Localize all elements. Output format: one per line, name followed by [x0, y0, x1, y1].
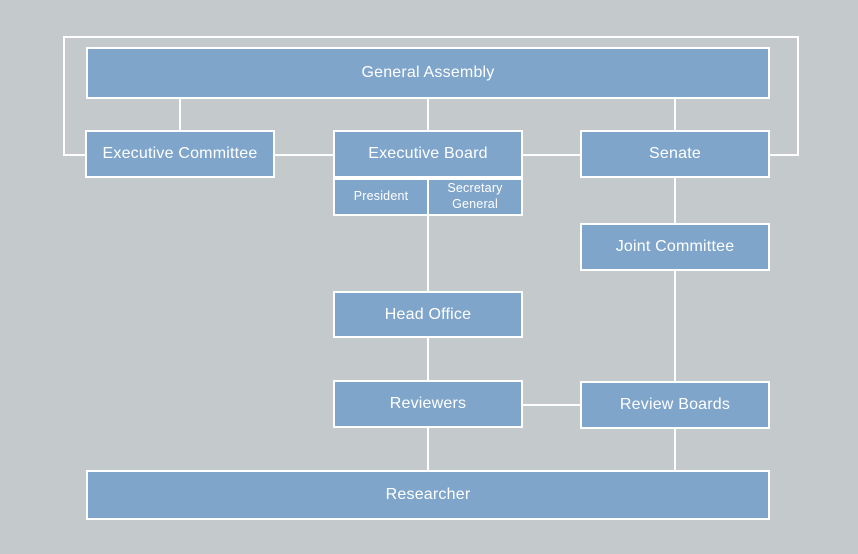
node-label: Executive Board: [368, 145, 488, 162]
edge-outer-loop-top: [63, 36, 799, 38]
node-label: Executive Committee: [102, 145, 258, 162]
edge-review-boards-researcher: [674, 427, 676, 472]
edge-outer-loop-left: [63, 36, 65, 156]
edge-general-assembly-exec-board: [427, 97, 429, 133]
node-label: Head Office: [384, 305, 472, 323]
node-label: Review Boards: [619, 396, 731, 413]
node-label: Senate: [649, 145, 701, 162]
node-senate: Senate: [580, 130, 770, 178]
edge-reviewers-review-boards: [521, 404, 582, 406]
node-president: President: [333, 178, 429, 216]
edge-exec-board-senate: [521, 154, 582, 156]
edge-exec-committee-exec-board: [273, 154, 335, 156]
edge-joint-committee-review-boards: [674, 269, 676, 383]
node-general-assembly: General Assembly: [86, 47, 770, 99]
edge-outer-loop-right: [797, 36, 799, 156]
node-label: Reviewers: [389, 395, 467, 412]
edge-outer-loop-to-exec-committee: [63, 154, 93, 156]
edge-general-assembly-exec-committee: [179, 97, 181, 133]
edge-reviewers-researcher: [427, 426, 429, 472]
node-label: Joint Committee: [615, 238, 735, 255]
edge-head-office-reviewers: [427, 336, 429, 382]
edge-senate-to-outer-loop: [762, 154, 799, 156]
edge-senate-joint-committee: [674, 176, 676, 225]
edge-exec-board-head-office: [427, 214, 429, 293]
node-label: General Assembly: [361, 64, 495, 81]
node-executive-committee: Executive Committee: [85, 130, 275, 178]
node-executive-board: Executive Board: [333, 130, 523, 178]
node-joint-committee: Joint Committee: [580, 223, 770, 271]
node-head-office: Head Office: [333, 291, 523, 338]
node-label: Researcher: [385, 486, 471, 503]
edge-general-assembly-senate: [674, 97, 676, 133]
node-label: Secretary General: [447, 181, 503, 211]
node-label: President: [353, 189, 409, 204]
node-secretary-general: Secretary General: [427, 178, 523, 216]
node-researcher: Researcher: [86, 470, 770, 520]
node-reviewers: Reviewers: [333, 380, 523, 428]
node-review-boards: Review Boards: [580, 381, 770, 429]
